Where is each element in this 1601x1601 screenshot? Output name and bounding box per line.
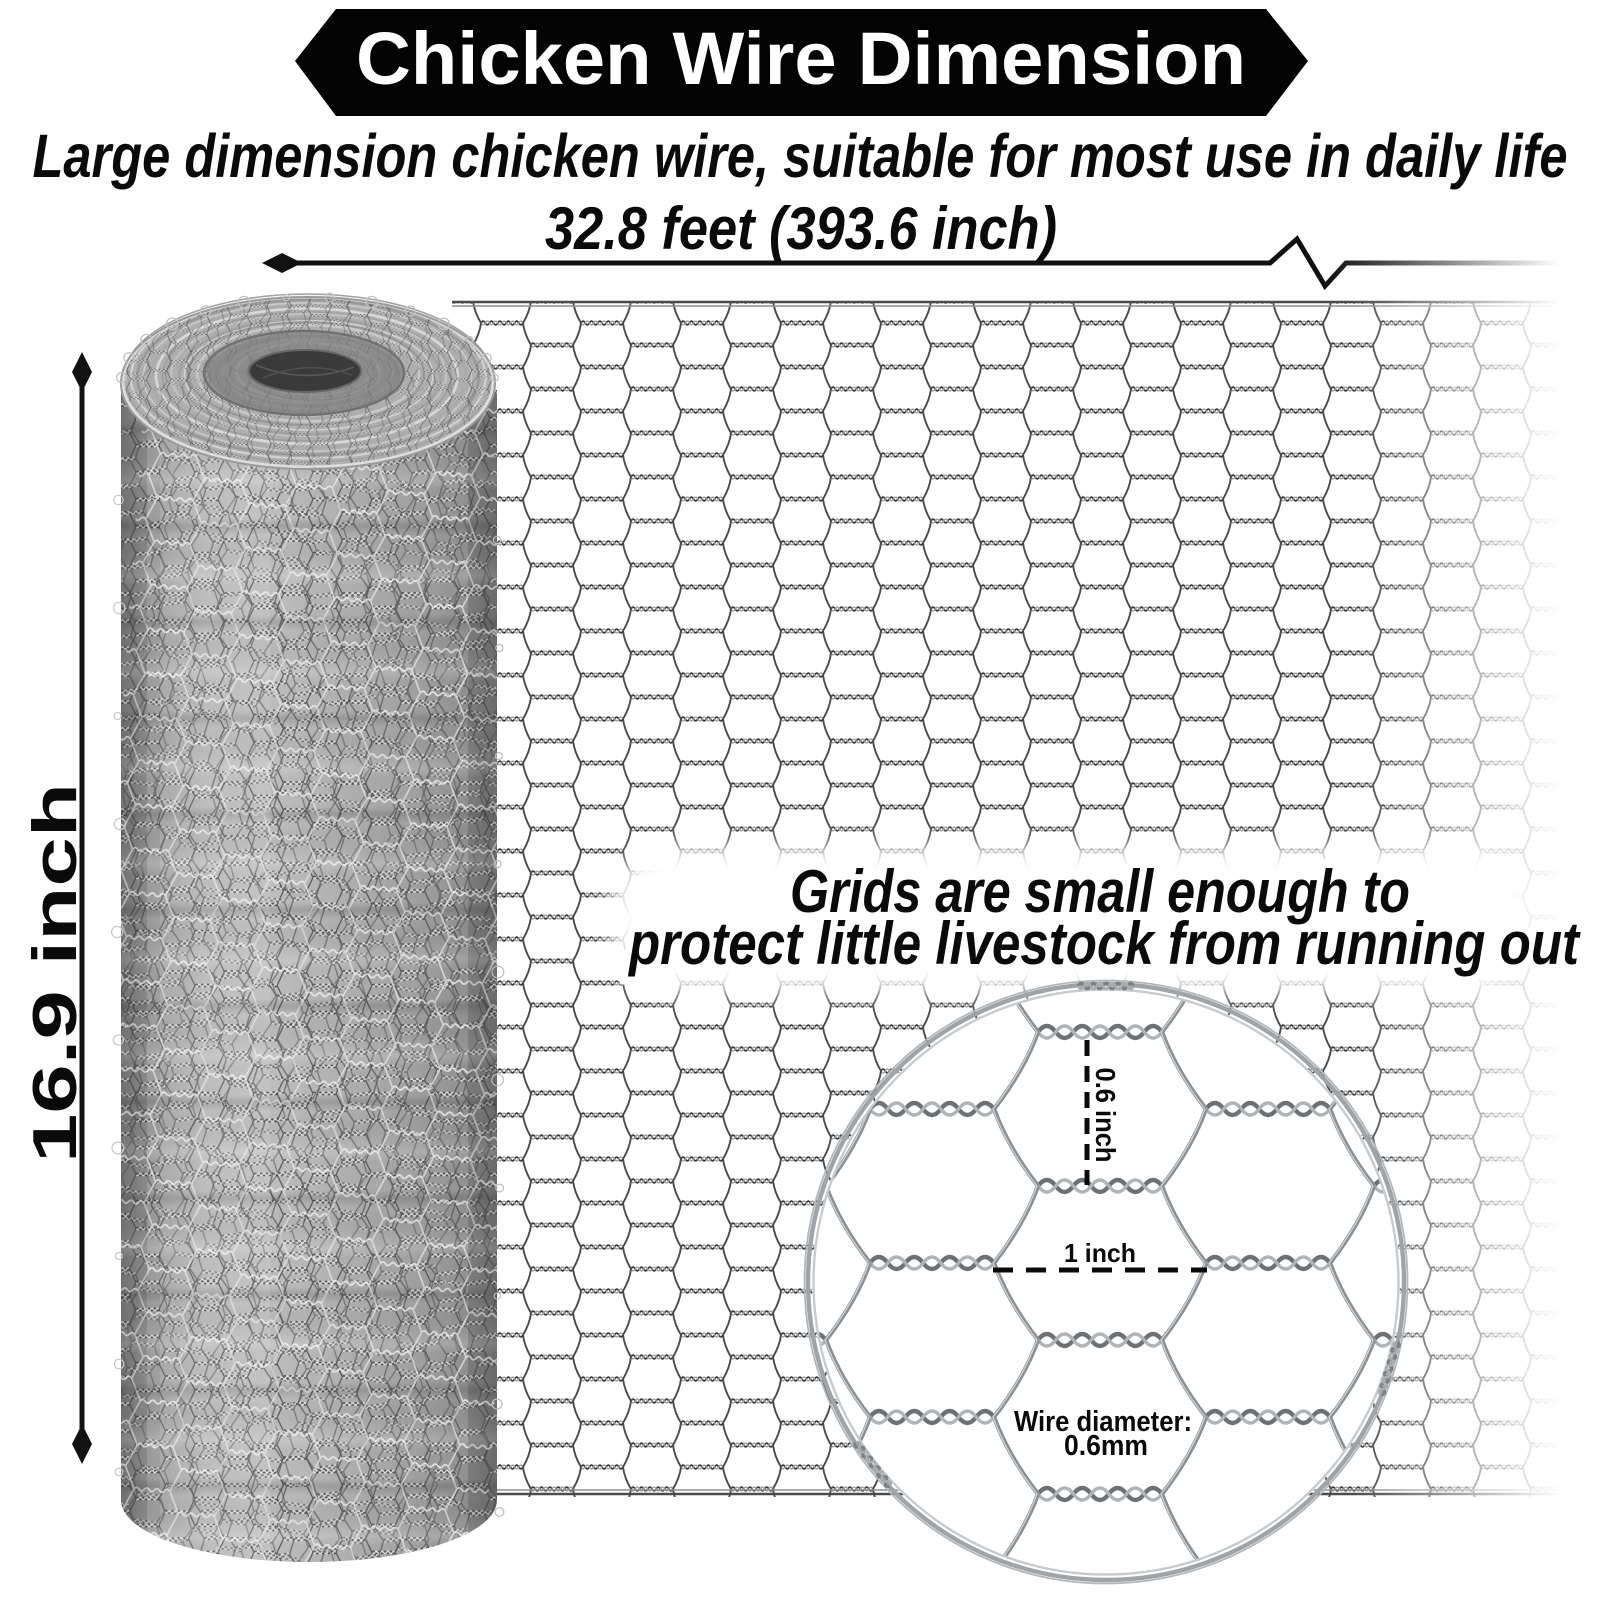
svg-text:protect little livestock from: protect little livestock from running ou… bbox=[627, 910, 1581, 977]
svg-text:0.6mm: 0.6mm bbox=[1064, 1430, 1148, 1462]
svg-text:Chicken Wire Dimension: Chicken Wire Dimension bbox=[356, 17, 1246, 100]
svg-text:1 inch: 1 inch bbox=[1064, 1238, 1136, 1268]
svg-text:Large dimension chicken wire,: Large dimension chicken wire, suitable f… bbox=[33, 122, 1568, 190]
svg-text:Grids are small enough to: Grids are small enough to bbox=[790, 858, 1410, 925]
svg-text:Wire diameter:: Wire diameter: bbox=[1014, 1406, 1192, 1438]
svg-text:16.9 inch: 16.9 inch bbox=[21, 783, 90, 1163]
svg-text:32.8 feet (393.6 inch): 32.8 feet (393.6 inch) bbox=[545, 195, 1057, 262]
svg-text:Grids are small enough to: Grids are small enough to bbox=[790, 858, 1410, 925]
svg-text:protect little livestock from: protect little livestock from running ou… bbox=[627, 910, 1581, 977]
svg-text:0.6 inch: 0.6 inch bbox=[1090, 1068, 1121, 1163]
